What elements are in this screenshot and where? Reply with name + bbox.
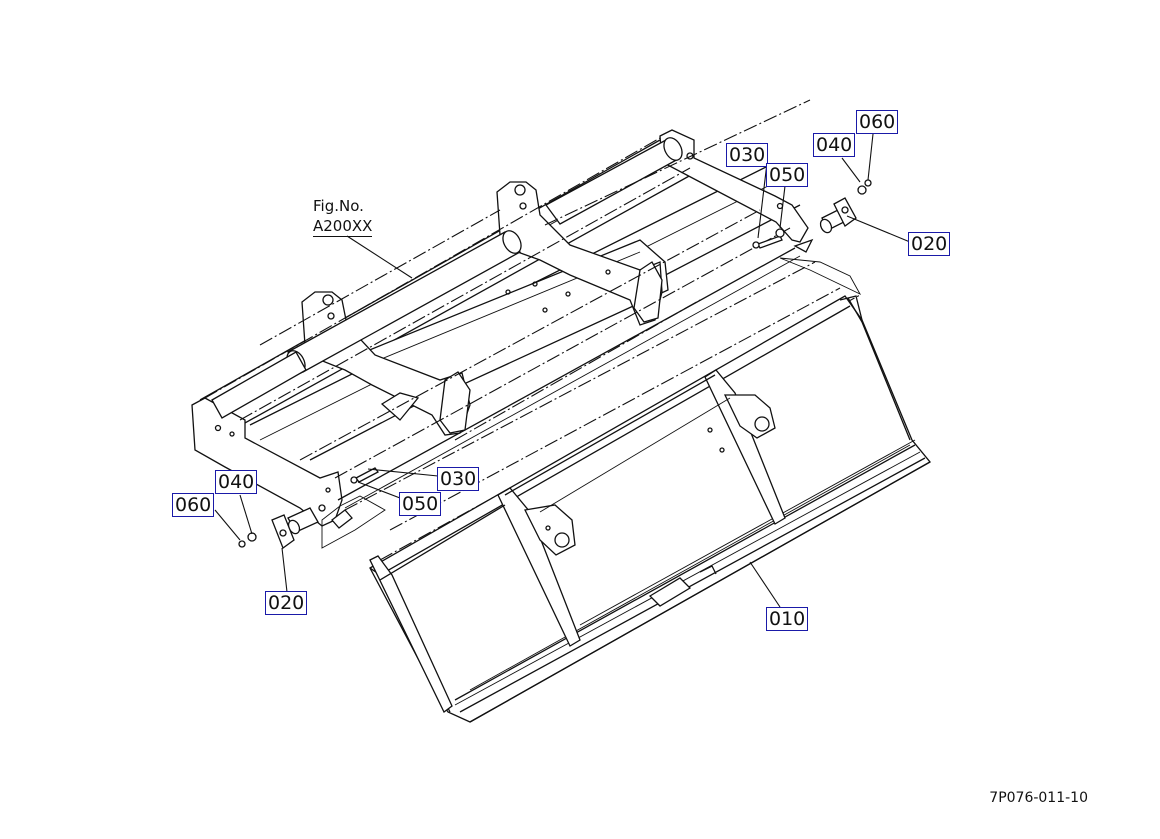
callout-030-mid[interactable]: 030 — [437, 467, 480, 491]
callout-050-top[interactable]: 050 — [766, 163, 809, 187]
callout-010[interactable]: 010 — [766, 607, 809, 631]
callout-060-left[interactable]: 060 — [172, 493, 215, 517]
assembly-gap-left — [321, 495, 386, 549]
pin-assembly-left — [238, 467, 379, 550]
drawing-code: 7P076-011-10 — [989, 790, 1088, 806]
callout-020-right[interactable]: 020 — [908, 232, 951, 256]
callout-050-mid[interactable]: 050 — [399, 492, 442, 516]
callout-030-top[interactable]: 030 — [726, 143, 769, 167]
figure-reference-label: Fig.No. — [313, 197, 364, 215]
figure-reference: Fig.No. A200XX — [313, 196, 373, 237]
callout-020-left[interactable]: 020 — [265, 591, 308, 615]
bucket-part-010 — [369, 295, 931, 723]
assembly-gap-right — [779, 257, 862, 296]
callout-060-top[interactable]: 060 — [856, 110, 899, 134]
callout-040-left[interactable]: 040 — [215, 470, 258, 494]
leader-lines — [214, 133, 911, 608]
figure-reference-number: A200XX — [313, 217, 373, 237]
callout-040-top[interactable]: 040 — [813, 133, 856, 157]
pin-assembly-right — [752, 179, 872, 253]
loader-frame — [191, 129, 809, 527]
